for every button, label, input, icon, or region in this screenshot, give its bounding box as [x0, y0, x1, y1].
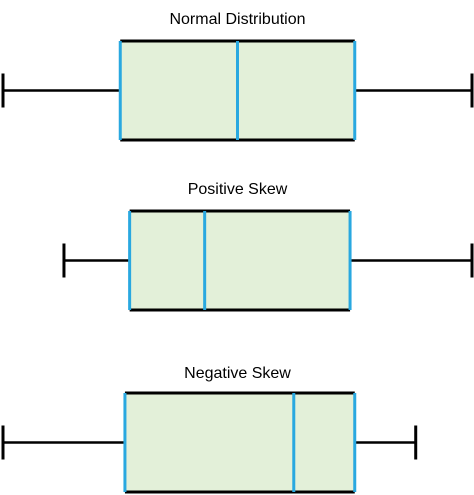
iqr-box	[129, 211, 351, 310]
plot-title: Positive Skew	[188, 181, 288, 198]
plot-title: Normal Distribution	[169, 11, 305, 28]
iqr-box	[124, 393, 355, 492]
plot-title: Negative Skew	[184, 365, 291, 382]
